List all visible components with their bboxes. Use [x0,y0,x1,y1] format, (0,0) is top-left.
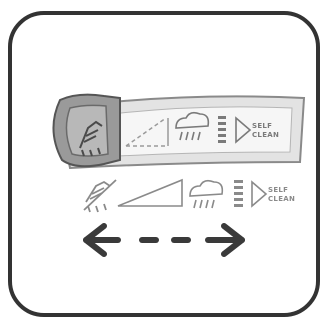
legend-self-label: SELF [268,186,288,194]
dial-clean-label: CLEAN [252,131,279,139]
legend-clean-label: CLEAN [268,195,295,203]
dial-self-label: SELF [252,122,272,130]
dial-strip: SELF CLEAN [53,95,304,168]
